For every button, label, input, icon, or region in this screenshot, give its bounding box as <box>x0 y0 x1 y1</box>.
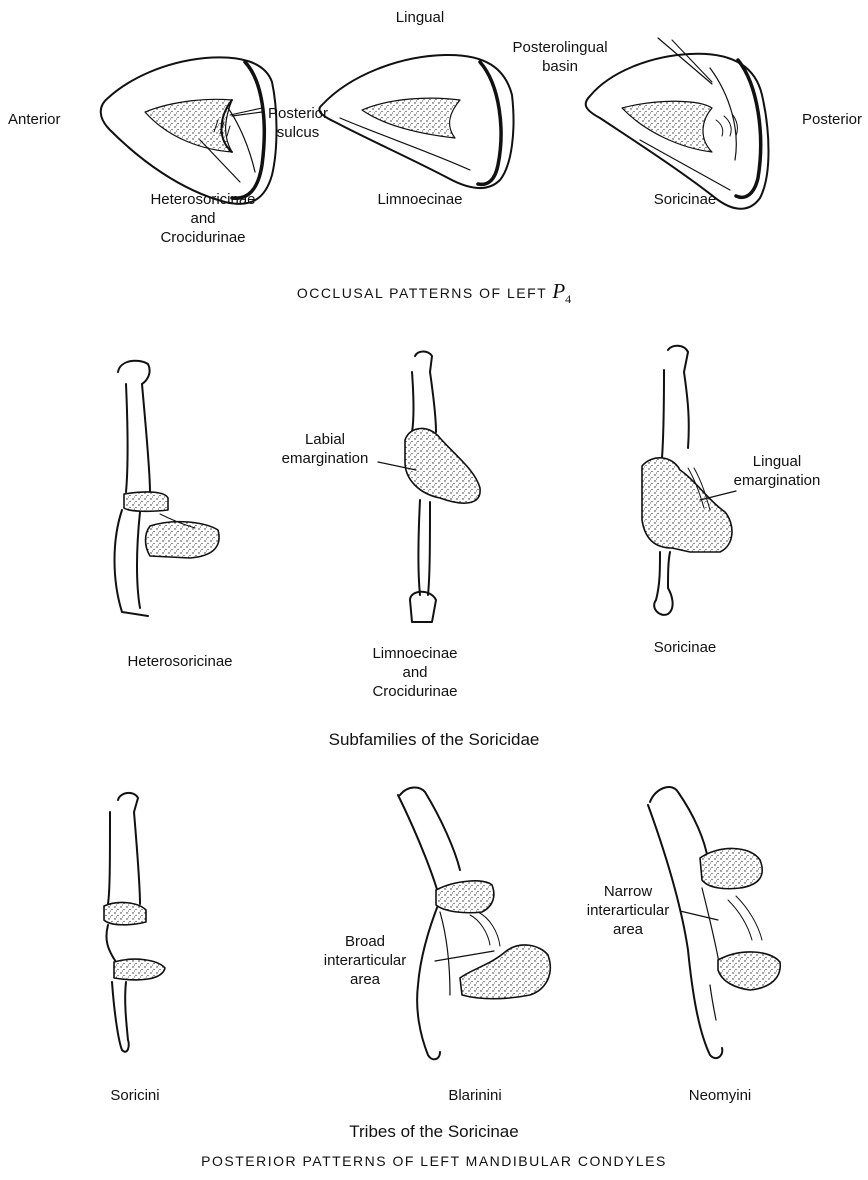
section-title-occlusal: OCCLUSAL PATTERNS OF LEFT P4 <box>234 282 634 309</box>
taxon-label: Soricinae <box>630 190 740 209</box>
callout-line: Labial <box>270 430 380 449</box>
tooth-subscript: 4 <box>565 292 571 306</box>
condyle-heterosoricinae <box>115 361 220 616</box>
condyle-blarinini <box>398 787 550 1059</box>
taxon-line: Crocidurinae <box>340 682 490 701</box>
tooth-limnoecinae <box>319 55 513 188</box>
tooth-symbol: P4 <box>552 279 571 303</box>
taxon-line: Neomyini <box>660 1086 780 1105</box>
taxon-line: Soricinae <box>630 638 740 657</box>
taxon-label: Blarinini <box>420 1086 530 1105</box>
taxon-line: Crocidurinae <box>108 228 298 247</box>
callout-line: Posterolingual <box>500 38 620 57</box>
taxon-line: Limnoecinae <box>350 190 490 209</box>
taxon-label: Soricinae <box>630 638 740 657</box>
tooth-heterosoricinae-crocidurinae <box>101 57 277 204</box>
taxon-label: Soricini <box>80 1086 190 1105</box>
taxon-label: Neomyini <box>660 1086 780 1105</box>
taxon-line: Heterosoricinae <box>90 652 270 671</box>
taxon-label: Heterosoricinae and Crocidurinae <box>108 190 298 247</box>
callout-line: emargination <box>270 449 380 468</box>
condyle-soricini <box>104 793 165 1052</box>
taxon-label: Limnoecinae <box>350 190 490 209</box>
condyle-limnoecinae-crocidurinae <box>405 352 480 623</box>
title-text: OCCLUSAL PATTERNS OF LEFT <box>297 285 547 301</box>
callout-line: emargination <box>722 471 832 490</box>
callout-line: Lingual <box>722 452 832 471</box>
callout-narrow-interarticular: Narrow interarticular area <box>568 882 688 939</box>
callout-line: sulcus <box>258 123 338 142</box>
callout-lingual-emargination: Lingual emargination <box>722 452 832 490</box>
callout-line: Narrow <box>568 882 688 901</box>
taxon-line: Soricinae <box>630 190 740 209</box>
callout-posterolingual-basin: Posterolingual basin <box>500 38 620 76</box>
taxon-line: Soricini <box>80 1086 190 1105</box>
taxon-line: Limnoecinae <box>340 644 490 663</box>
condyle-soricinae <box>642 346 732 615</box>
figure-title-condyles: POSTERIOR PATTERNS OF LEFT MANDIBULAR CO… <box>84 1152 784 1171</box>
taxon-line: Blarinini <box>420 1086 530 1105</box>
orientation-anterior: Anterior <box>8 110 61 129</box>
callout-line: Broad <box>300 932 430 951</box>
orientation-posterior: Posterior <box>760 110 862 129</box>
taxon-label: Limnoecinae and Crocidurinae <box>340 644 490 701</box>
tooth-letter: P <box>552 279 565 303</box>
callout-labial-emargination: Labial emargination <box>270 430 380 468</box>
callout-line: interarticular <box>300 951 430 970</box>
callout-line: interarticular <box>568 901 688 920</box>
taxon-line: and <box>340 663 490 682</box>
section-title-tribes: Tribes of the Soricinae <box>234 1122 634 1141</box>
taxon-line: Heterosoricinae <box>108 190 298 209</box>
callout-line: area <box>568 920 688 939</box>
taxon-line: and <box>108 209 298 228</box>
callout-posterior-sulcus: Posterior sulcus <box>258 104 338 142</box>
callout-line: area <box>300 970 430 989</box>
taxon-label: Heterosoricinae <box>90 652 270 671</box>
callout-line: basin <box>500 57 620 76</box>
orientation-lingual: Lingual <box>370 8 470 27</box>
callout-line: Posterior <box>258 104 338 123</box>
callout-broad-interarticular: Broad interarticular area <box>300 932 430 989</box>
section-title-subfamilies: Subfamilies of the Soricidae <box>234 730 634 749</box>
